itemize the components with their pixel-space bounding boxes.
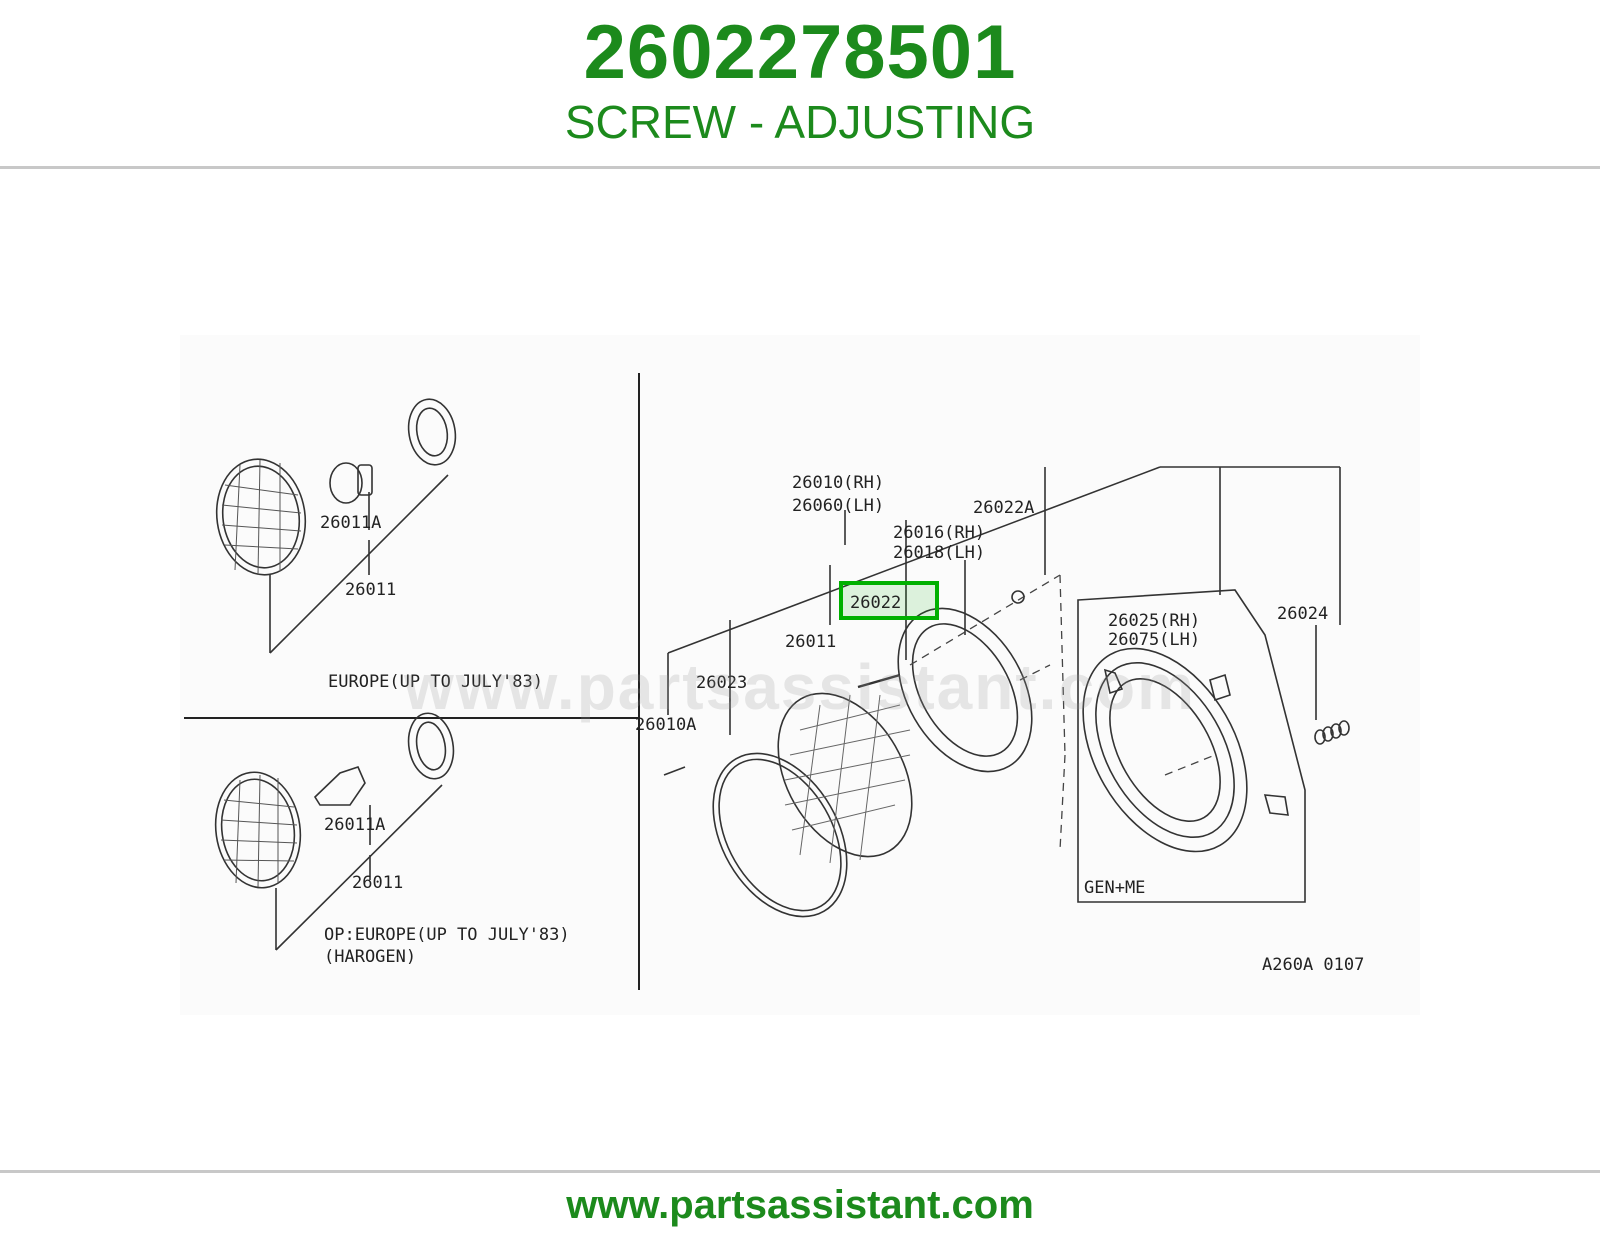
housing-box <box>1077 589 1306 903</box>
adjusting-screw-icon <box>857 673 901 689</box>
part-number-title: 2602278501 <box>583 10 1017 95</box>
panel-label-op-europe: OP:EUROPE(UP TO JULY'83) <box>324 925 570 945</box>
part-name-subtitle: SCREW - ADJUSTING <box>564 96 1036 148</box>
op-europe-headlamp-group <box>214 712 455 951</box>
halogen-lens-icon <box>214 771 302 889</box>
headlamp-housing-icon <box>1082 647 1248 853</box>
label-26011-top: 26011 <box>345 580 396 600</box>
header-divider <box>0 166 1600 169</box>
screw-26010A-icon <box>663 766 686 776</box>
parts-diagram: 26011A 26011 EUROPE(UP TO JULY'83) <box>180 335 1420 1015</box>
halogen-bulb-icon <box>313 766 366 806</box>
panel-label-op-europe-sub: (HAROGEN) <box>324 947 416 967</box>
label-26011-bottom: 26011 <box>352 873 403 893</box>
label-26025-rh: 26025(RH) <box>1108 611 1200 631</box>
footer-divider <box>0 1170 1600 1173</box>
bulb-icon <box>329 462 363 504</box>
spring-26024-icon <box>1314 720 1350 745</box>
label-26018-lh: 26018(LH) <box>893 543 985 563</box>
sealed-beam-icon <box>777 692 913 858</box>
halogen-socket-icon <box>407 712 455 780</box>
main-exploded-view <box>663 466 1350 918</box>
bulb-socket-icon <box>407 398 457 466</box>
europe-headlamp-group <box>215 398 457 654</box>
page-header: 2602278501 SCREW - ADJUSTING <box>0 0 1600 168</box>
label-26022A: 26022A <box>973 498 1034 518</box>
footer-website-link[interactable]: www.partsassistant.com <box>566 1183 1034 1227</box>
label-26011A-top: 26011A <box>320 513 381 533</box>
label-26010A: 26010A <box>635 715 696 735</box>
panel-label-gen-me: GEN+ME <box>1084 878 1145 898</box>
label-26024: 26024 <box>1277 604 1328 624</box>
figure-code: A260A 0107 <box>1262 955 1364 975</box>
label-26011A-bottom: 26011A <box>324 815 385 835</box>
headlamp-lens-icon <box>215 458 307 576</box>
parts-diagram-svg: 26011A 26011 EUROPE(UP TO JULY'83) <box>184 373 1364 990</box>
highlight-box-26022 <box>839 581 939 620</box>
label-26060-lh: 26060(LH) <box>792 496 884 516</box>
label-26022-highlighted: 26022 <box>850 593 901 613</box>
label-26075-lh: 26075(LH) <box>1108 630 1200 650</box>
label-26023: 26023 <box>696 673 747 693</box>
label-26011-main: 26011 <box>785 632 836 652</box>
label-26010-rh: 26010(RH) <box>792 473 884 493</box>
mounting-ring-icon <box>897 607 1033 773</box>
panel-label-europe: EUROPE(UP TO JULY'83) <box>328 672 543 692</box>
label-26016-rh: 26016(RH) <box>893 523 985 543</box>
retaining-ring-icon <box>712 752 848 918</box>
